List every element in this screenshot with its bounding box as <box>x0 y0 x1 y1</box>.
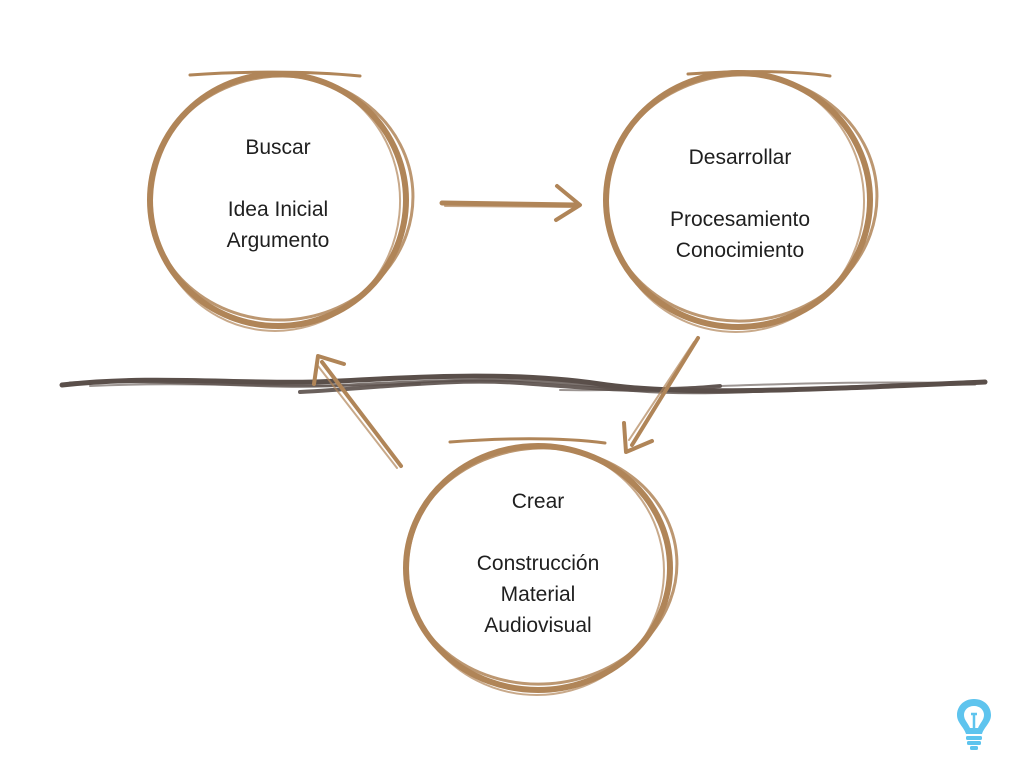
node-line: Procesamiento <box>669 208 811 231</box>
circle-desarrollar <box>603 70 879 333</box>
arrow-crear-to-buscar <box>312 354 403 469</box>
node-title: Crear <box>511 490 565 513</box>
circle-crear <box>403 437 679 697</box>
node-line: Idea Inicial <box>227 198 329 221</box>
spacer <box>438 517 638 548</box>
spacer <box>178 163 378 194</box>
node-line: Construcción <box>476 552 600 575</box>
node-title: Buscar <box>245 136 311 159</box>
divider-line <box>59 373 988 395</box>
node-crear: Crear Construcción Material Audiovisual <box>438 486 638 641</box>
spacer <box>630 173 850 204</box>
node-line: Audiovisual <box>484 614 592 637</box>
lightbulb-icon <box>957 699 991 750</box>
node-title: Desarrollar <box>688 146 792 169</box>
node-buscar: Buscar Idea Inicial Argumento <box>178 132 378 256</box>
arrow-desarrollar-to-crear <box>622 336 700 454</box>
circle-buscar <box>147 70 415 332</box>
node-line: Material <box>500 583 576 606</box>
node-line: Conocimiento <box>675 239 805 262</box>
node-desarrollar: Desarrollar Procesamiento Conocimiento <box>630 142 850 266</box>
arrow-buscar-to-desarrollar <box>439 184 582 222</box>
node-line: Argumento <box>226 229 330 252</box>
